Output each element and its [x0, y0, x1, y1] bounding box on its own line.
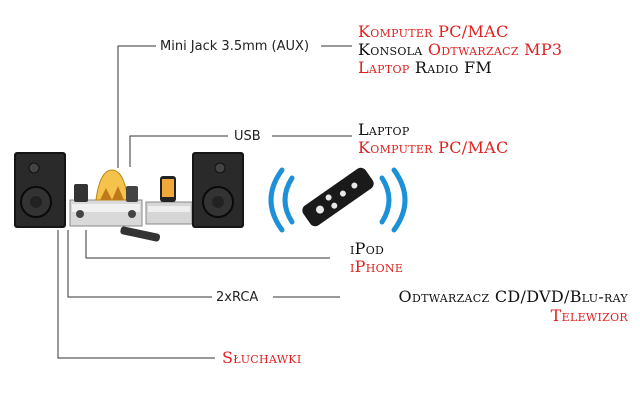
device-text-run: Odtwarzacz MP3 — [428, 40, 563, 59]
rca-connector-label: 2xRCA — [216, 290, 258, 305]
wireless-signal-icon — [268, 167, 408, 233]
dock-device-line-1: iPod — [350, 239, 384, 258]
tube-amplifier-icon — [69, 169, 143, 227]
aux-connector-label: Mini Jack 3.5mm (AUX) — [160, 39, 309, 54]
small-remote-icon — [120, 226, 161, 242]
connector-lines — [57, 45, 352, 359]
rca-device-line-1: Odtwarzacz CD/DVD/Blu-ray — [399, 287, 629, 306]
device-text-run: Odtwarzacz CD/DVD/Blu-ray — [399, 287, 629, 306]
dock-device-line-2: iPhone — [350, 257, 403, 276]
speaker-left-icon — [14, 152, 66, 228]
rca-device-line-2: Telewizor — [551, 306, 629, 325]
aux-device-line-3: Laptop Radio FM — [358, 58, 492, 77]
device-text-run: Komputer PC/MAC — [358, 22, 509, 41]
headphones-label: Słuchawki — [222, 348, 301, 367]
device-text-run: Radio FM — [415, 58, 492, 77]
aux-device-line-2: Konsola Odtwarzacz MP3 — [358, 40, 562, 59]
headphones-line — [57, 230, 215, 359]
aux-line — [117, 45, 352, 168]
aux-device-line-1: Komputer PC/MAC — [358, 22, 509, 41]
device-text-run: iPod — [350, 239, 384, 258]
remote-control-icon — [302, 167, 374, 227]
device-text-run: iPhone — [350, 257, 403, 276]
device-text-run: Telewizor — [551, 306, 629, 325]
speaker-right-icon — [192, 152, 244, 228]
ipod-dock-icon — [145, 176, 193, 225]
device-text-run: Laptop — [358, 120, 410, 139]
usb-connector-label: USB — [234, 129, 261, 144]
device-text-run: Komputer PC/MAC — [358, 138, 509, 157]
device-text-run: Laptop — [358, 58, 415, 77]
device-text-run: Konsola — [358, 40, 428, 59]
device-text-run: Słuchawki — [222, 348, 301, 367]
usb-line — [129, 135, 352, 167]
usb-device-line-1: Laptop — [358, 120, 410, 139]
rca-line — [67, 230, 340, 298]
dock-line — [85, 230, 330, 259]
usb-device-line-2: Komputer PC/MAC — [358, 138, 509, 157]
